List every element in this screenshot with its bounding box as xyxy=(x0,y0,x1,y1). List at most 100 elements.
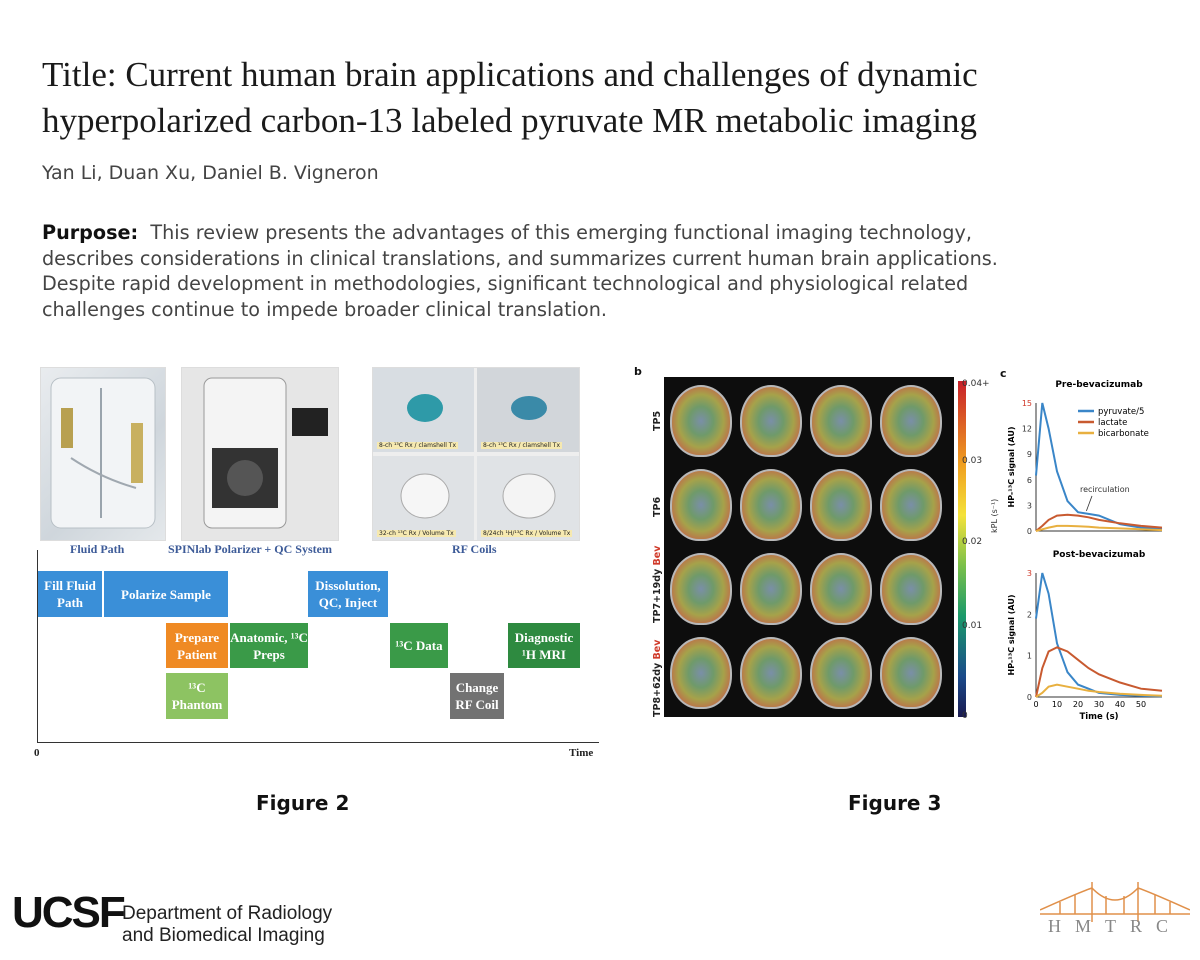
y-tick-label: 1 xyxy=(1027,652,1032,661)
step-dissolution: Dissolution, QC, Inject xyxy=(308,571,388,617)
brain-slice xyxy=(670,469,732,541)
axis-origin: 0 xyxy=(34,747,40,759)
brain-slice xyxy=(810,637,872,709)
legend-label: bicarbonate xyxy=(1098,429,1149,439)
polarizer-photo xyxy=(181,367,339,541)
y-tick-label: 3 xyxy=(1027,569,1032,578)
y-tick-label: 15 xyxy=(1022,399,1032,408)
x-tick-label: 0 xyxy=(1033,700,1038,709)
y-tick-label: 3 xyxy=(1027,501,1032,510)
colorbar-label: kPL (s⁻¹) xyxy=(990,498,999,533)
brain-slice xyxy=(810,553,872,625)
panel-c-letter: c xyxy=(1000,367,1007,380)
step-c13-phantom: ¹³C Phantom xyxy=(166,673,228,719)
department-name: Department of Radiology and Biomedical I… xyxy=(122,903,332,947)
x-axis-line xyxy=(37,742,599,743)
brain-slice xyxy=(880,469,942,541)
dept-line-1: Department of Radiology xyxy=(122,903,333,924)
row-label-tp6: TP6 xyxy=(652,497,663,517)
x-tick-label: 10 xyxy=(1052,700,1062,709)
brain-slice xyxy=(740,469,802,541)
row-label-tp5: TP5 xyxy=(652,411,663,431)
coil-caption-4: 8/24ch ¹H/¹³C Rx / Volume Tx xyxy=(481,530,573,537)
plot-title: Post-bevacizumab xyxy=(1053,550,1146,560)
authors: Yan Li, Duan Xu, Daniel B. Vigneron xyxy=(42,162,379,184)
row-label-tp7: TP7+19dy Bev xyxy=(652,546,663,623)
coil-caption-2: 8-ch ¹³C Rx / clamshell Tx xyxy=(481,442,563,449)
plot-title: Pre-bevacizumab xyxy=(1055,380,1143,390)
polarizer-caption: SPINlab Polarizer + QC System xyxy=(168,542,332,556)
brain-slice xyxy=(810,385,872,457)
fluid-path-caption: Fluid Path xyxy=(70,542,125,556)
colorbar xyxy=(958,381,966,717)
y-axis-line xyxy=(37,550,38,742)
y-axis-label: HP-¹³C signal (AU) xyxy=(1007,426,1016,507)
brain-slice xyxy=(670,637,732,709)
brain-slice xyxy=(880,637,942,709)
figure-3-label: Figure 3 xyxy=(848,791,942,815)
ucsf-logo: UCSF xyxy=(12,888,126,937)
row-label-text: TP8+62dy xyxy=(652,662,663,717)
series-line-pyruvate xyxy=(1035,572,1163,698)
x-tick-label: 30 xyxy=(1094,700,1104,709)
figure-2-label: Figure 2 xyxy=(256,791,350,815)
row-label-text: TP7+19dy xyxy=(652,568,663,623)
step-anatomic-preps: Anatomic, ¹³C Preps xyxy=(230,623,308,668)
colorbar-tick: 0 xyxy=(962,711,968,721)
purpose-paragraph: Purpose: This review presents the advant… xyxy=(42,220,1062,322)
x-tick-label: 20 xyxy=(1073,700,1083,709)
brain-slice xyxy=(670,385,732,457)
bridge-icon xyxy=(1039,882,1191,922)
brain-slice xyxy=(670,553,732,625)
polarizer-image xyxy=(182,368,338,540)
y-tick-label: 6 xyxy=(1027,476,1032,485)
step-diagnostic-mri: Diagnostic ¹H MRI xyxy=(508,623,580,668)
row-label-text: TP6 xyxy=(652,496,663,517)
annotation-arrow xyxy=(1086,495,1093,512)
colorbar-tick: 0.02 xyxy=(962,537,983,547)
coil-caption-3: 32-ch ¹³C Rx / Volume Tx xyxy=(377,530,456,537)
x-axis-label: Time (s) xyxy=(1079,712,1118,722)
brain-slice xyxy=(880,553,942,625)
step-c13-data: ¹³C Data xyxy=(390,623,448,668)
y-tick-label: 2 xyxy=(1027,610,1032,619)
rf-coils-photo: 8-ch ¹³C Rx / clamshell Tx 8-ch ¹³C Rx /… xyxy=(372,367,580,541)
legend-label: pyruvate/5 xyxy=(1098,407,1144,417)
recirculation-annotation: recirculation xyxy=(1080,485,1130,494)
row-label-text: TP5 xyxy=(652,410,663,431)
colorbar-tick: 0.01 xyxy=(962,621,983,631)
dept-line-2: and Biomedical Imaging xyxy=(122,925,325,946)
panel-b-letter: b xyxy=(634,365,642,378)
brain-slice xyxy=(740,385,802,457)
step-change-rf-coil: Change RF Coil xyxy=(450,673,504,719)
hmtrc-text: HMTRC xyxy=(1048,916,1183,936)
colorbar-tick: 0.04+ xyxy=(962,379,990,389)
bev-label: Bev xyxy=(652,545,663,566)
x-tick-label: 50 xyxy=(1136,700,1146,709)
bev-label: Bev xyxy=(652,639,663,660)
hmtrc-logo: HMTRC xyxy=(1039,880,1191,940)
coil-caption-1: 8-ch ¹³C Rx / clamshell Tx xyxy=(377,442,459,449)
purpose-label: Purpose: xyxy=(42,221,139,244)
series-line-lactate xyxy=(1035,513,1163,532)
step-fill-fluid-path: Fill Fluid Path xyxy=(38,571,102,617)
y-tick-label: 12 xyxy=(1022,425,1032,434)
brain-image-grid xyxy=(664,377,954,717)
step-prepare-patient: Prepare Patient xyxy=(166,623,228,668)
brain-slice xyxy=(740,637,802,709)
colorbar-tick: 0.03 xyxy=(962,456,983,466)
y-tick-label: 0 xyxy=(1027,527,1032,536)
brain-slice xyxy=(740,553,802,625)
figure-2: 8-ch ¹³C Rx / clamshell Tx 8-ch ¹³C Rx /… xyxy=(34,365,602,765)
series-line-bicarbonate xyxy=(1035,683,1163,698)
fluid-path-image xyxy=(50,377,156,529)
y-tick-label: 0 xyxy=(1027,693,1032,702)
rf-coils-image xyxy=(373,368,579,540)
axis-time: Time xyxy=(569,747,594,759)
series-line-lactate xyxy=(1035,646,1163,698)
legend-label: lactate xyxy=(1098,418,1127,428)
fluid-path-photo xyxy=(40,367,166,541)
brain-slice xyxy=(810,469,872,541)
rf-coils-caption: RF Coils xyxy=(452,542,497,556)
y-tick-label: 9 xyxy=(1027,450,1032,459)
